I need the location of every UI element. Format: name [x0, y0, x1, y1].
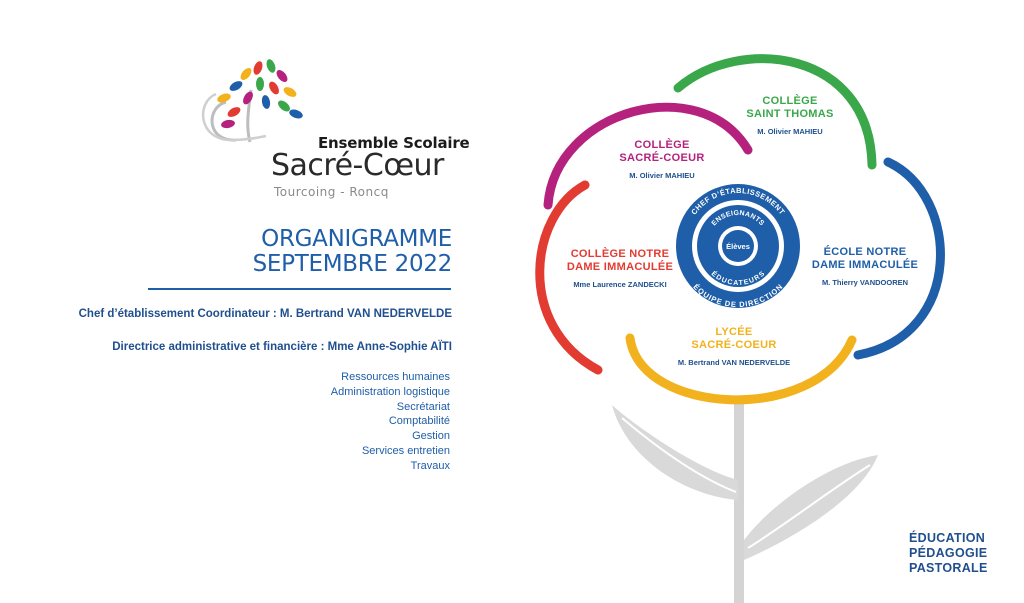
pillar-item: PÉDAGOGIE	[909, 546, 988, 560]
services-list: Ressources humaines Administration logis…	[331, 370, 450, 474]
service-item: Travaux	[410, 459, 450, 472]
petal-arc-notre	[535, 180, 603, 375]
brand-name: Sacré-Cœur	[271, 148, 444, 183]
school-manager: M. Olivier MAHIEU	[757, 127, 823, 136]
page-title: ORGANIGRAMME	[261, 226, 452, 252]
service-item: Secrétariat	[396, 400, 450, 413]
petal-arc-sacre	[543, 102, 753, 210]
center-circles: CHEF D’ÉTABLISSEMENT ÉQUIPE DE DIRECTION…	[676, 184, 800, 309]
service-item: Ressources humaines	[341, 371, 450, 383]
school-manager: M. Olivier MAHIEU	[629, 171, 695, 180]
admin-director-line: Directrice administrative et financière …	[112, 341, 452, 353]
petal-arc-thomas	[673, 54, 877, 170]
brand-line1: Ensemble Scolaire	[318, 134, 470, 152]
flower-diagram: CHEF D’ÉTABLISSEMENT ÉQUIPE DE DIRECTION…	[535, 54, 945, 603]
page-subtitle: SEPTEMBRE 2022	[252, 251, 453, 277]
service-item: Administration logistique	[330, 385, 450, 398]
center-core-label: Élèves	[726, 242, 750, 251]
pillars-list: ÉDUCATION PÉDAGOGIE PASTORALE	[909, 531, 988, 576]
service-item: Services entretien	[361, 444, 450, 457]
brand-location: Tourcoing - Roncq	[274, 185, 389, 199]
service-item: Gestion	[412, 430, 450, 443]
pillar-item: ÉDUCATION	[909, 531, 986, 545]
petal-arc-lycee	[625, 333, 857, 405]
coordinator-line: Chef d’établissement Coordinateur : M. B…	[78, 308, 452, 320]
pillar-item: PASTORALE	[909, 561, 988, 575]
school-manager: Mme Laurence ZANDECKI	[573, 280, 667, 289]
service-item: Comptabilité	[388, 415, 450, 428]
tree-logo-icon	[201, 59, 303, 143]
title-divider	[148, 288, 451, 290]
stem-leaves-icon	[612, 400, 878, 603]
petal-arc-ecole	[853, 157, 945, 360]
school-manager: M. Bertrand VAN NEDERVELDE	[677, 358, 791, 367]
school-manager: M. Thierry VANDOOREN	[821, 278, 909, 287]
